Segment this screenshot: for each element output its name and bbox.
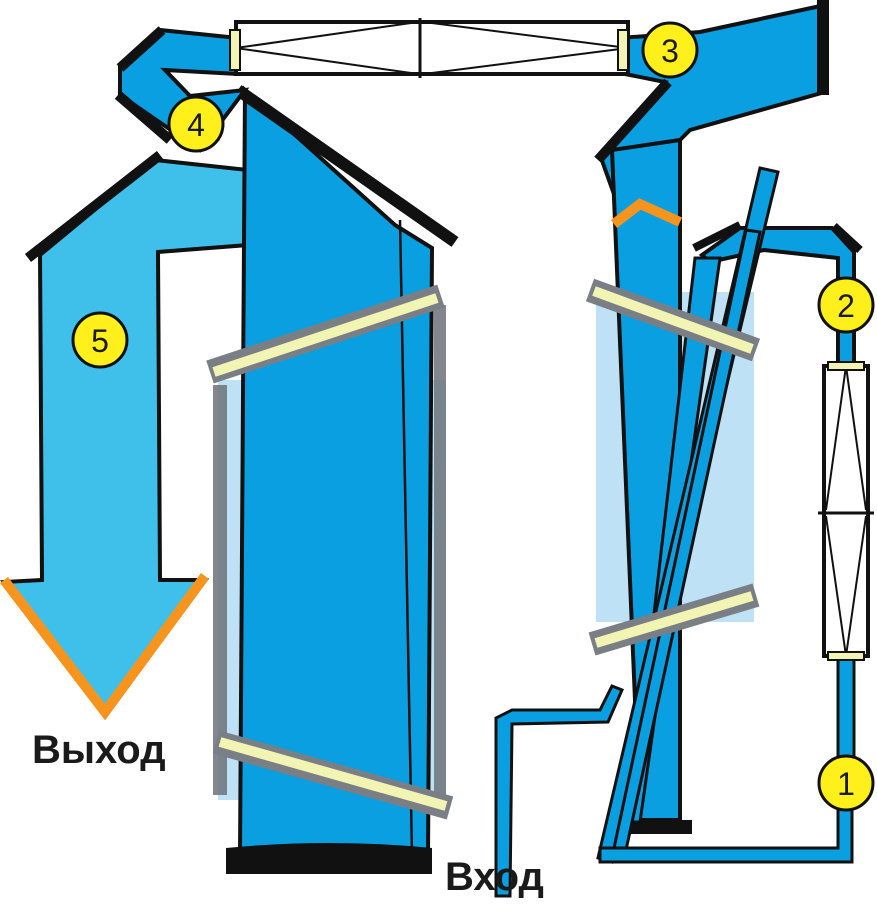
marker-1: 1 [817,754,875,812]
marker-4: 4 [167,95,225,153]
svg-text:1: 1 [837,766,855,802]
output-label: Выход [32,728,166,772]
marker-2: 2 [817,276,875,334]
svg-text:3: 3 [661,33,679,69]
right-column [494,137,874,898]
exhaust-arrow [0,151,250,721]
marker-5: 5 [71,311,129,369]
svg-text:5: 5 [91,323,109,359]
left-plate-bottom [212,730,454,820]
left-plate-top [206,284,445,384]
vertical-glass-tube [818,361,874,661]
svg-text:2: 2 [837,288,855,324]
right-plate-top [585,278,761,362]
input-label: Вход [445,855,544,899]
left-column [206,85,459,874]
svg-text:4: 4 [187,107,205,143]
marker-3: 3 [641,21,699,79]
right-plate-bottom [588,583,760,656]
